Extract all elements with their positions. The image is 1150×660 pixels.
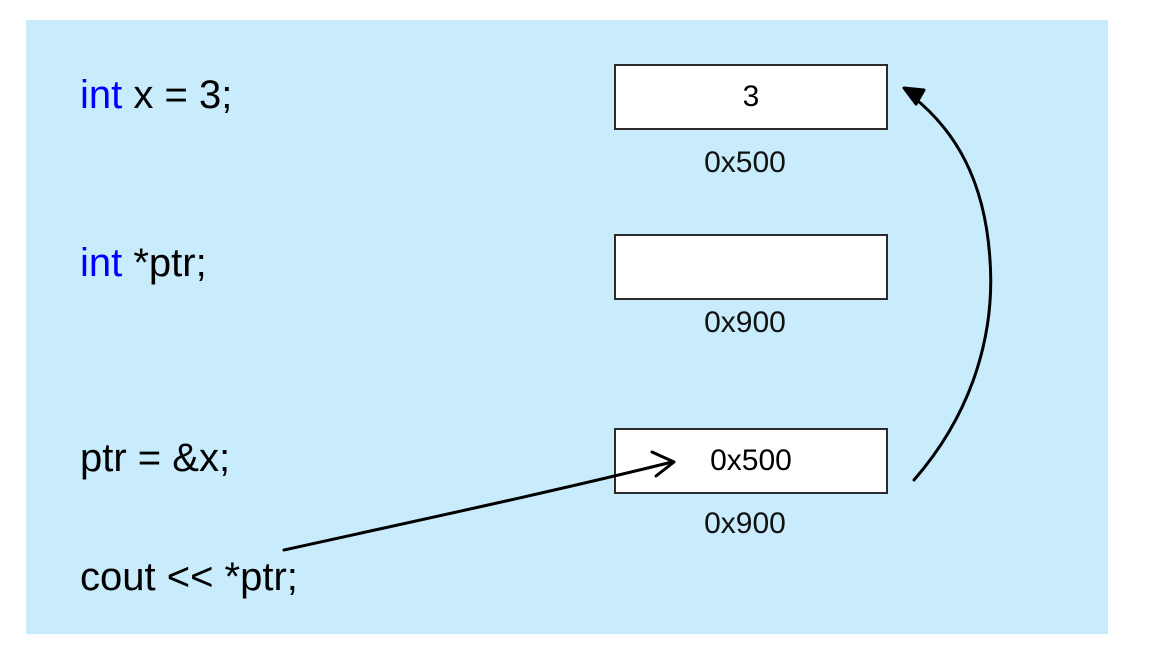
keyword-int: int xyxy=(80,241,123,285)
code-line-assign: ptr = &x; xyxy=(80,436,231,480)
code-line-cout: cout << *ptr; xyxy=(80,555,298,599)
keyword-int: int xyxy=(80,73,123,117)
memory-address-x: 0x500 xyxy=(704,146,786,179)
memory-cell-ptr-assigned: 0x500 xyxy=(614,428,888,494)
memory-address-ptr: 0x900 xyxy=(704,306,786,339)
memory-cell-ptr xyxy=(614,234,888,300)
code-text: x = 3; xyxy=(122,73,233,117)
memory-address-ptr-assigned: 0x900 xyxy=(704,507,786,540)
code-line-int-ptr: int *ptr; xyxy=(80,239,207,287)
code-text: *ptr; xyxy=(122,241,207,285)
memory-cell-x: 3 xyxy=(614,64,888,130)
code-line-int-x: int x = 3; xyxy=(80,71,232,119)
